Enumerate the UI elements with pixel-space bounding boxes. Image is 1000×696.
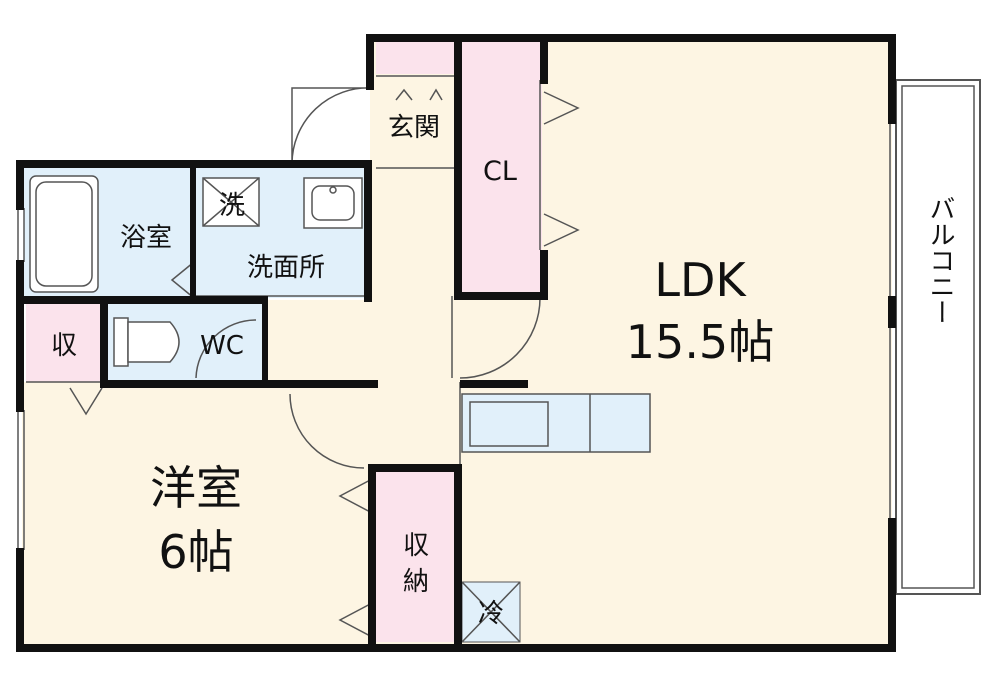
wall-west-right bbox=[368, 470, 376, 652]
closet-door-top bbox=[543, 91, 580, 125]
wall-west-top bbox=[102, 380, 378, 388]
ldk-size: 15.5帖 bbox=[626, 315, 774, 369]
storage-small-floor bbox=[26, 304, 102, 382]
hall-floor bbox=[262, 300, 462, 390]
washbasin-bowl bbox=[311, 185, 355, 221]
fridge-cross-b bbox=[461, 581, 521, 643]
bathtub-inner bbox=[35, 181, 93, 287]
wall-counter-top bbox=[460, 380, 528, 388]
wall-right-mid bbox=[888, 296, 896, 328]
wall-wet-bottom bbox=[16, 296, 266, 304]
entrance-door bbox=[291, 87, 373, 165]
wall-closet-right-b bbox=[540, 250, 548, 300]
ldk-door bbox=[459, 297, 541, 379]
fridge-label: 冷 bbox=[478, 599, 504, 629]
fixtures bbox=[29, 175, 591, 643]
wc-label: WC bbox=[200, 331, 244, 361]
floor-fills bbox=[22, 38, 892, 648]
doors bbox=[69, 87, 580, 639]
storage-small-door bbox=[69, 387, 103, 416]
balcony-outer bbox=[895, 79, 981, 595]
wc-door bbox=[195, 319, 257, 379]
wall-wc-right bbox=[262, 296, 268, 380]
wall-left-top bbox=[16, 160, 24, 210]
western-door bbox=[289, 393, 365, 469]
western-name: 洋室 bbox=[150, 461, 242, 515]
wall-storage-top bbox=[368, 464, 462, 472]
balcony-inner bbox=[901, 85, 975, 589]
entrance-light bbox=[395, 88, 443, 101]
bath-label: 浴室 bbox=[120, 223, 172, 253]
thin-lines bbox=[26, 75, 541, 470]
wall-storage-wc bbox=[100, 304, 108, 388]
labels: LDK 15.5帖 洋室 6帖 玄関 CL 浴室 洗 洗面所 WC 収 収 納 … bbox=[51, 113, 955, 629]
storage-door-bottom bbox=[338, 601, 375, 639]
wall-top-left bbox=[16, 160, 372, 168]
wall-entrance-left bbox=[366, 34, 374, 90]
wall-storage-right bbox=[454, 464, 462, 652]
wall-closet-right bbox=[540, 42, 548, 84]
wall-entrance-right bbox=[454, 42, 462, 300]
western-size: 6帖 bbox=[158, 525, 233, 579]
wall-wash-right bbox=[364, 160, 372, 302]
closet-door-bottom bbox=[543, 213, 580, 247]
wall-top-main bbox=[366, 34, 896, 42]
storage-closet-label-2: 納 bbox=[403, 567, 429, 597]
wall-bath-wash bbox=[190, 168, 196, 298]
wall-right-bottom bbox=[888, 518, 896, 652]
windows bbox=[17, 122, 897, 550]
wall-right-top bbox=[888, 34, 896, 124]
entrance-label: 玄関 bbox=[388, 113, 440, 143]
washbasin-drain bbox=[329, 186, 337, 194]
ldk-name: LDK bbox=[654, 253, 747, 307]
wall-closet-bottom bbox=[454, 292, 548, 300]
storage-small-label: 収 bbox=[51, 331, 77, 361]
entrance-floor bbox=[376, 42, 456, 74]
balcony bbox=[895, 79, 981, 595]
walls bbox=[16, 34, 896, 652]
bathtub bbox=[29, 175, 99, 293]
toilet-bowl bbox=[127, 321, 180, 363]
closet-label: CL bbox=[483, 156, 517, 187]
storage-closet-floor bbox=[376, 472, 456, 642]
closet-floor bbox=[462, 42, 542, 292]
wall-left-bottom bbox=[16, 548, 24, 652]
storage-door-top bbox=[338, 477, 375, 515]
counter bbox=[461, 393, 651, 453]
washroom-label: 洗面所 bbox=[247, 253, 325, 283]
sink bbox=[469, 401, 549, 447]
balcony-label: バルコニー bbox=[925, 195, 955, 325]
washer-cross-b bbox=[202, 177, 260, 227]
wall-left-mid bbox=[16, 260, 24, 412]
western-floor bbox=[22, 382, 378, 648]
washer-label: 洗 bbox=[219, 191, 245, 221]
storage-closet-label-1: 収 bbox=[403, 531, 429, 561]
toilet-tank bbox=[113, 317, 129, 367]
